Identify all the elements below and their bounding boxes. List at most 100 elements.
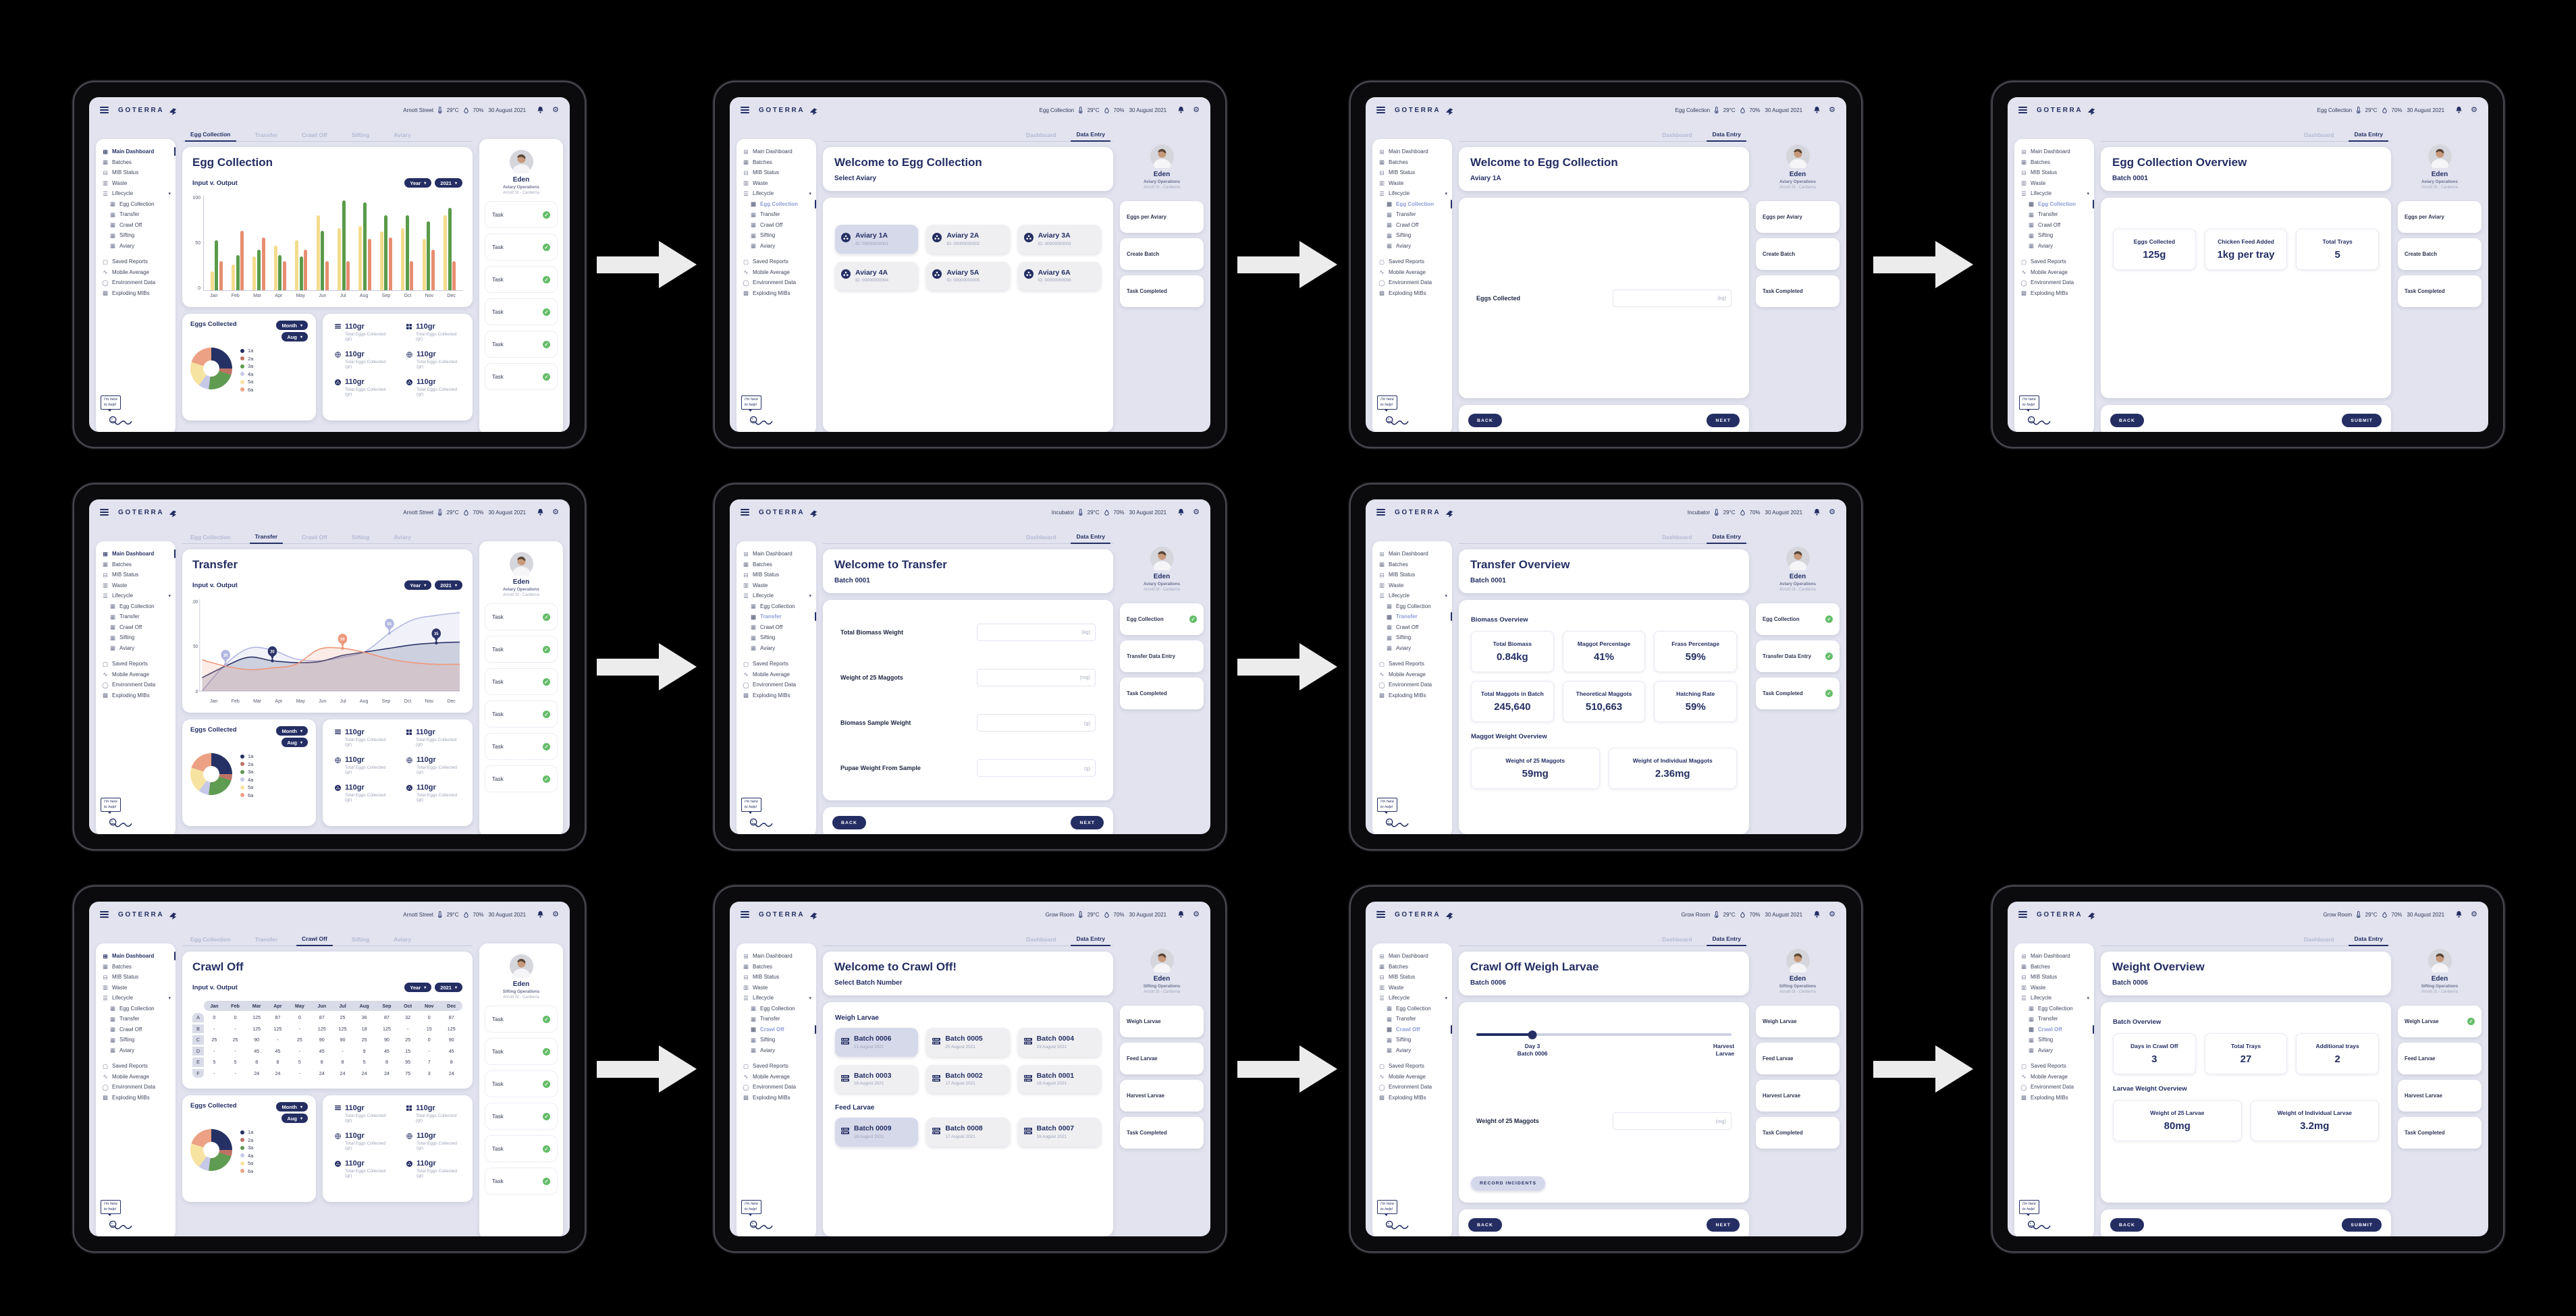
- notifications-bell-icon[interactable]: [1178, 911, 1184, 918]
- settings-gear-icon[interactable]: ⚙: [552, 910, 559, 919]
- sidebar-item-environment-data[interactable]: ◯Environment Data: [102, 680, 176, 690]
- tab-sifting[interactable]: Sifting: [351, 132, 370, 138]
- sidebar-item-lifecycle[interactable]: ☰Lifecycle▾: [743, 188, 816, 199]
- pupae-weight-from-sample-input[interactable]: (g): [977, 759, 1096, 777]
- sidebar-item-exploding-mibs[interactable]: ▩Exploding MIBs: [743, 1093, 816, 1103]
- filter-dropdown-2021[interactable]: 2021▾: [435, 178, 462, 188]
- sidebar-item-mib-status[interactable]: ⊟MIB Status: [1378, 167, 1452, 178]
- step-create-batch[interactable]: Create Batch: [2398, 238, 2481, 270]
- step-task-completed[interactable]: Task Completed: [1120, 275, 1204, 307]
- sidebar-item-crawl-off[interactable]: ▦Crawl Off: [102, 220, 176, 231]
- settings-gear-icon[interactable]: ⚙: [552, 105, 559, 114]
- sidebar-item-exploding-mibs[interactable]: ▩Exploding MIBs: [743, 288, 816, 299]
- sidebar-item-exploding-mibs[interactable]: ▩Exploding MIBs: [102, 1093, 176, 1103]
- next-button[interactable]: NEXT: [1707, 1218, 1740, 1232]
- tab-data-entry[interactable]: Data Entry: [1071, 131, 1110, 142]
- tab-dashboard[interactable]: Dashboard: [1662, 132, 1692, 138]
- back-button[interactable]: BACK: [832, 816, 867, 829]
- sidebar-item-waste[interactable]: ▥Waste: [2020, 178, 2094, 189]
- sidebar-item-exploding-mibs[interactable]: ▩Exploding MIBs: [743, 690, 816, 701]
- sidebar-item-mib-status[interactable]: ⊟MIB Status: [743, 570, 816, 580]
- sidebar-item-environment-data[interactable]: ◯Environment Data: [743, 1082, 816, 1093]
- sidebar-item-egg-collection[interactable]: ▦Egg Collection: [1378, 1004, 1452, 1014]
- sidebar-item-main-dashboard[interactable]: ⊞Main Dashboard: [743, 146, 816, 157]
- tab-data-entry[interactable]: Data Entry: [1071, 533, 1110, 544]
- filter-dropdown-aug[interactable]: Aug▾: [281, 738, 308, 747]
- task-row[interactable]: Task✓: [485, 701, 558, 728]
- sidebar-item-saved-reports[interactable]: ▢Saved Reports: [1378, 659, 1452, 669]
- tab-data-entry[interactable]: Data Entry: [2349, 131, 2388, 142]
- sidebar-item-lifecycle[interactable]: ☰Lifecycle▾: [1378, 188, 1452, 199]
- tab-dashboard[interactable]: Dashboard: [1026, 132, 1056, 138]
- sidebar-item-aviary[interactable]: ▦Aviary: [1378, 643, 1452, 654]
- task-row[interactable]: Task✓: [485, 765, 558, 792]
- step-eggs-per-aviary[interactable]: Eggs per Aviary: [1756, 201, 1840, 233]
- step-harvest-larvae[interactable]: Harvest Larvae: [2398, 1080, 2481, 1112]
- back-button[interactable]: BACK: [1468, 414, 1503, 427]
- sidebar-item-exploding-mibs[interactable]: ▩Exploding MIBs: [1378, 288, 1452, 299]
- sidebar-item-mobile-average[interactable]: ∿Mobile Average: [2020, 267, 2094, 278]
- step-task-completed[interactable]: Task Completed: [1756, 275, 1840, 307]
- notifications-bell-icon[interactable]: [537, 911, 543, 918]
- sidebar-item-lifecycle[interactable]: ☰Lifecycle▾: [2020, 993, 2094, 1004]
- hamburger-menu-icon[interactable]: [1376, 911, 1385, 918]
- sidebar-item-saved-reports[interactable]: ▢Saved Reports: [743, 659, 816, 669]
- sidebar-item-aviary[interactable]: ▦Aviary: [743, 1045, 816, 1056]
- tab-transfer[interactable]: Transfer: [254, 132, 278, 138]
- sidebar-item-transfer[interactable]: ▦Transfer: [2020, 1014, 2094, 1024]
- sidebar-item-crawl-off[interactable]: ▦Crawl Off: [1378, 220, 1452, 231]
- sidebar-item-mib-status[interactable]: ⊟MIB Status: [743, 167, 816, 178]
- settings-gear-icon[interactable]: ⚙: [1829, 105, 1835, 114]
- sidebar-item-waste[interactable]: ▥Waste: [743, 178, 816, 189]
- sidebar-item-mib-status[interactable]: ⊟MIB Status: [1378, 972, 1452, 983]
- tab-data-entry[interactable]: Data Entry: [1707, 131, 1746, 142]
- sidebar-item-main-dashboard[interactable]: ⊞Main Dashboard: [743, 951, 816, 962]
- sidebar-item-saved-reports[interactable]: ▢Saved Reports: [2020, 1061, 2094, 1072]
- sidebar-item-lifecycle[interactable]: ☰Lifecycle▾: [102, 591, 176, 601]
- weight-of-25-maggots-input[interactable]: (mg): [1613, 1112, 1732, 1130]
- step-feed-larvae[interactable]: Feed Larvae: [1120, 1043, 1204, 1074]
- sidebar-item-lifecycle[interactable]: ☰Lifecycle▾: [1378, 591, 1452, 601]
- tab-egg-collection[interactable]: Egg Collection: [185, 131, 236, 142]
- step-task-completed[interactable]: Task Completed: [1120, 678, 1204, 709]
- slider-track[interactable]: [1476, 1030, 1732, 1039]
- filter-dropdown-2021[interactable]: 2021▾: [435, 983, 462, 992]
- step-task-completed[interactable]: Task Completed✓: [1756, 678, 1840, 709]
- sidebar-item-mobile-average[interactable]: ∿Mobile Average: [1378, 1072, 1452, 1082]
- sidebar-item-batches[interactable]: ▦Batches: [2020, 962, 2094, 972]
- sidebar-item-egg-collection[interactable]: ▦Egg Collection: [743, 1004, 816, 1014]
- sidebar-item-egg-collection[interactable]: ▦Egg Collection: [1378, 601, 1452, 612]
- sidebar-item-saved-reports[interactable]: ▢Saved Reports: [102, 1061, 176, 1072]
- sidebar-item-saved-reports[interactable]: ▢Saved Reports: [743, 256, 816, 267]
- step-weigh-larvae[interactable]: Weigh Larvae✓: [2398, 1006, 2481, 1037]
- sidebar-item-exploding-mibs[interactable]: ▩Exploding MIBs: [1378, 1093, 1452, 1103]
- notifications-bell-icon[interactable]: [1178, 509, 1184, 516]
- sidebar-item-exploding-mibs[interactable]: ▩Exploding MIBs: [102, 690, 176, 701]
- submit-button[interactable]: SUBMIT: [2342, 1218, 2382, 1232]
- hamburger-menu-icon[interactable]: [2018, 107, 2027, 113]
- tab-aviary[interactable]: Aviary: [394, 132, 411, 138]
- sidebar-item-environment-data[interactable]: ◯Environment Data: [1378, 277, 1452, 288]
- sidebar-item-transfer[interactable]: ▦Transfer: [102, 1014, 176, 1024]
- sidebar-item-exploding-mibs[interactable]: ▩Exploding MIBs: [2020, 288, 2094, 299]
- sidebar-item-transfer[interactable]: ▦Transfer: [1378, 1014, 1452, 1024]
- sidebar-item-transfer[interactable]: ▦Transfer: [1378, 611, 1452, 622]
- sidebar-item-main-dashboard[interactable]: ⊞Main Dashboard: [1378, 549, 1452, 559]
- sidebar-item-egg-collection[interactable]: ▦Egg Collection: [743, 601, 816, 612]
- tab-data-entry[interactable]: Data Entry: [1707, 533, 1746, 544]
- sidebar-item-aviary[interactable]: ▦Aviary: [102, 241, 176, 252]
- sidebar-item-exploding-mibs[interactable]: ▩Exploding MIBs: [1378, 690, 1452, 701]
- step-egg-collection[interactable]: Egg Collection✓: [1120, 603, 1204, 635]
- sidebar-item-egg-collection[interactable]: ▦Egg Collection: [1378, 199, 1452, 210]
- sidebar-item-environment-data[interactable]: ◯Environment Data: [1378, 680, 1452, 690]
- tab-dashboard[interactable]: Dashboard: [1026, 936, 1056, 943]
- sidebar-item-saved-reports[interactable]: ▢Saved Reports: [1378, 1061, 1452, 1072]
- record-incidents-button[interactable]: RECORD INCIDENTS: [1471, 1176, 1545, 1190]
- hamburger-menu-icon[interactable]: [2018, 911, 2027, 918]
